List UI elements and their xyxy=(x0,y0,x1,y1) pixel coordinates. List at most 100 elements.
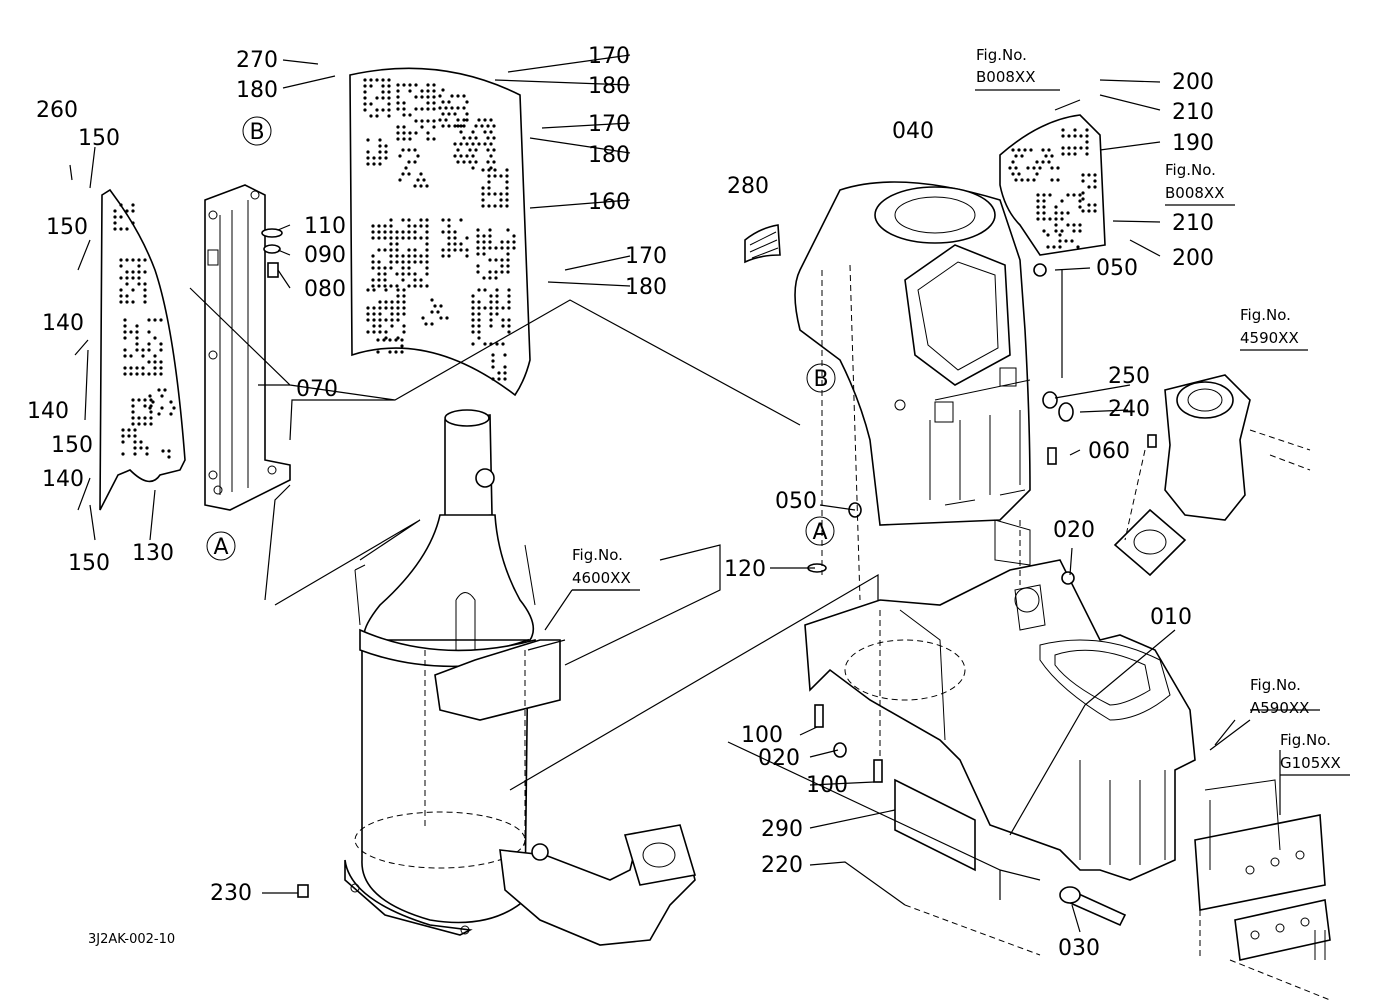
perforation-dot xyxy=(133,434,137,438)
perforation-dot xyxy=(389,260,393,264)
perforation-dot xyxy=(438,94,442,98)
perforation-dot xyxy=(482,276,486,280)
fig-ref-line1: Fig.No. xyxy=(1280,731,1331,749)
perforation-dot xyxy=(465,254,469,258)
perforation-dot xyxy=(430,310,434,314)
perforation-dot xyxy=(384,288,388,292)
perforation-dot xyxy=(1047,148,1051,152)
perforation-dot xyxy=(1017,148,1021,152)
perforation-dot xyxy=(408,83,412,87)
perforation-dot xyxy=(131,416,135,420)
perforation-dot xyxy=(456,106,460,110)
perforation-dot xyxy=(153,360,157,364)
perforation-dot xyxy=(129,354,133,358)
perforation-dot xyxy=(383,266,387,270)
part-label-070: 070 xyxy=(296,377,338,402)
fig-ref-line2: 4600XX xyxy=(572,569,631,587)
perforation-dot xyxy=(395,242,399,246)
perforation-dot xyxy=(384,156,388,160)
perforation-dot xyxy=(499,192,503,196)
part-label-010: 010 xyxy=(1150,605,1192,630)
perforation-dot xyxy=(489,294,493,298)
perforation-dot xyxy=(444,118,448,122)
perforation-dot xyxy=(468,160,472,164)
perforation-dot xyxy=(426,83,430,87)
perforation-dot xyxy=(477,118,481,122)
perforation-dot xyxy=(135,372,139,376)
perforation-dot xyxy=(123,330,127,334)
perforation-dot xyxy=(381,108,385,112)
perforation-dot xyxy=(125,209,129,213)
perforation-dot xyxy=(125,258,129,262)
perforation-dot xyxy=(381,78,385,82)
part-label-190: 190 xyxy=(1172,131,1214,156)
perforation-dot xyxy=(419,260,423,264)
perforation-dot xyxy=(388,338,392,342)
perforation-dot xyxy=(471,318,475,322)
perforation-dot xyxy=(453,248,457,252)
perforation-dot xyxy=(441,254,445,258)
perforation-dot xyxy=(387,96,391,100)
perforation-dot xyxy=(396,131,400,135)
perforation-dot xyxy=(147,348,151,352)
perforation-dot xyxy=(488,234,492,238)
perforation-dot xyxy=(453,124,457,128)
perforation-dot xyxy=(384,336,388,340)
perforation-dot xyxy=(1011,172,1015,176)
perforation-dot xyxy=(419,236,423,240)
part-label-170: 170 xyxy=(588,112,630,137)
perforation-dot xyxy=(426,89,430,93)
perforation-dot xyxy=(512,240,516,244)
perforation-dot xyxy=(1035,172,1039,176)
fasteners xyxy=(261,228,1157,927)
perforation-dot xyxy=(147,360,151,364)
perforation-dot xyxy=(507,300,511,304)
perforation-dot xyxy=(1085,134,1089,138)
perforation-dot xyxy=(131,422,135,426)
perforation-dot xyxy=(372,318,376,322)
perforation-dot xyxy=(402,294,406,298)
perforation-dot xyxy=(113,221,117,225)
perforation-dot xyxy=(1054,205,1058,209)
perforation-dot xyxy=(489,318,493,322)
perforation-dot xyxy=(1066,193,1070,197)
perforation-dot xyxy=(505,168,509,172)
perforation-dot xyxy=(1085,152,1089,156)
perforation-dot xyxy=(1073,146,1077,150)
perforation-dot xyxy=(377,266,381,270)
perforation-dot xyxy=(425,266,429,270)
perforation-dot xyxy=(408,89,412,93)
perforation-dot xyxy=(438,106,442,110)
perforation-dot xyxy=(137,422,141,426)
perforation-dot xyxy=(420,89,424,93)
perforation-dot xyxy=(1036,199,1040,203)
perforation-dot xyxy=(481,186,485,190)
perforation-dot xyxy=(389,266,393,270)
perforation-dot xyxy=(123,336,127,340)
perforation-dot xyxy=(125,227,129,231)
part-label-150: 150 xyxy=(68,551,110,576)
perforation-dot xyxy=(425,184,429,188)
callout-b-top xyxy=(242,116,272,146)
perforation-dot xyxy=(465,118,469,122)
perforation-dot xyxy=(494,270,498,274)
elbow-pipe xyxy=(1113,374,1251,577)
perforation-dot xyxy=(447,236,451,240)
perforation-dot xyxy=(432,119,436,123)
perforation-dot xyxy=(401,278,405,282)
perforation-dot xyxy=(376,350,380,354)
perforation-dot xyxy=(113,227,117,231)
perforation-dot xyxy=(163,388,167,392)
perforation-dot xyxy=(465,154,469,158)
perforation-dot xyxy=(1020,178,1024,182)
perforation-dot xyxy=(462,106,466,110)
perforation-dot xyxy=(371,278,375,282)
perforation-dot xyxy=(441,248,445,252)
perforation-dot xyxy=(447,124,451,128)
perforation-dot xyxy=(396,312,400,316)
perforation-dot xyxy=(489,324,493,328)
perforation-dot xyxy=(491,359,495,363)
perforation-dot xyxy=(372,324,376,328)
perforation-dot xyxy=(477,318,481,322)
perforation-dot xyxy=(149,416,153,420)
